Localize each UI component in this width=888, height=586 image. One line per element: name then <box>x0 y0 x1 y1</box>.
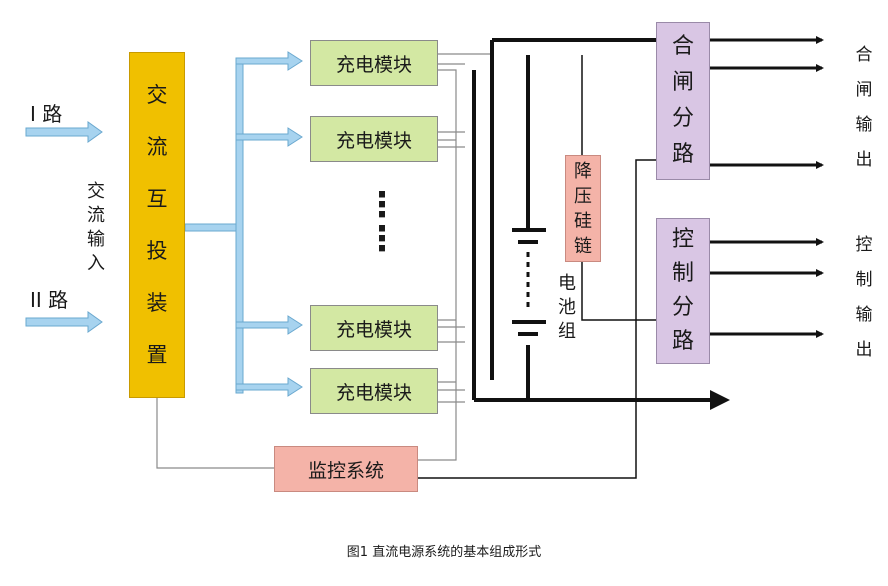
control-output-label: 控 制 输 出 <box>855 235 873 360</box>
main-bus-arrowhead <box>710 390 730 410</box>
charging-module-2: 充电模块 <box>310 116 438 162</box>
module-ellipsis-2: ⋮ <box>365 219 399 259</box>
ac-input-label: 交 流 输 入 <box>87 181 105 274</box>
input-line2-label: II 路 <box>30 288 69 312</box>
module-ellipsis: ⋮ <box>365 185 399 225</box>
dropper-wiring <box>418 55 656 479</box>
input-arrow-line2 <box>25 311 103 333</box>
voltage-dropper-box: 降 压 硅 链 <box>565 155 601 262</box>
battery-label: 电 池 组 <box>558 273 576 342</box>
distribution-bus <box>184 51 303 397</box>
control-branch-box: 控 制 分 路 <box>656 218 710 364</box>
closing-output-label: 合 闸 输 出 <box>855 45 873 170</box>
charging-module-3: 充电模块 <box>310 305 438 351</box>
ats-box: 交 流 互 投 装 置 <box>129 52 185 398</box>
output-arrows <box>710 36 824 338</box>
input-arrow-line1 <box>25 121 103 143</box>
input-line1-label: I 路 <box>30 102 63 126</box>
dc-buses <box>472 38 714 402</box>
charging-module-4: 充电模块 <box>310 368 438 414</box>
closing-branch-box: 合 闸 分 路 <box>656 22 710 180</box>
input-arrows <box>25 121 103 333</box>
charging-module-1: 充电模块 <box>310 40 438 86</box>
figure-caption: 图1 直流电源系统的基本组成形式 <box>346 545 542 560</box>
monitoring-system-box: 监控系统 <box>274 446 418 492</box>
battery-symbol <box>512 228 546 336</box>
signal-wiring <box>156 53 492 469</box>
